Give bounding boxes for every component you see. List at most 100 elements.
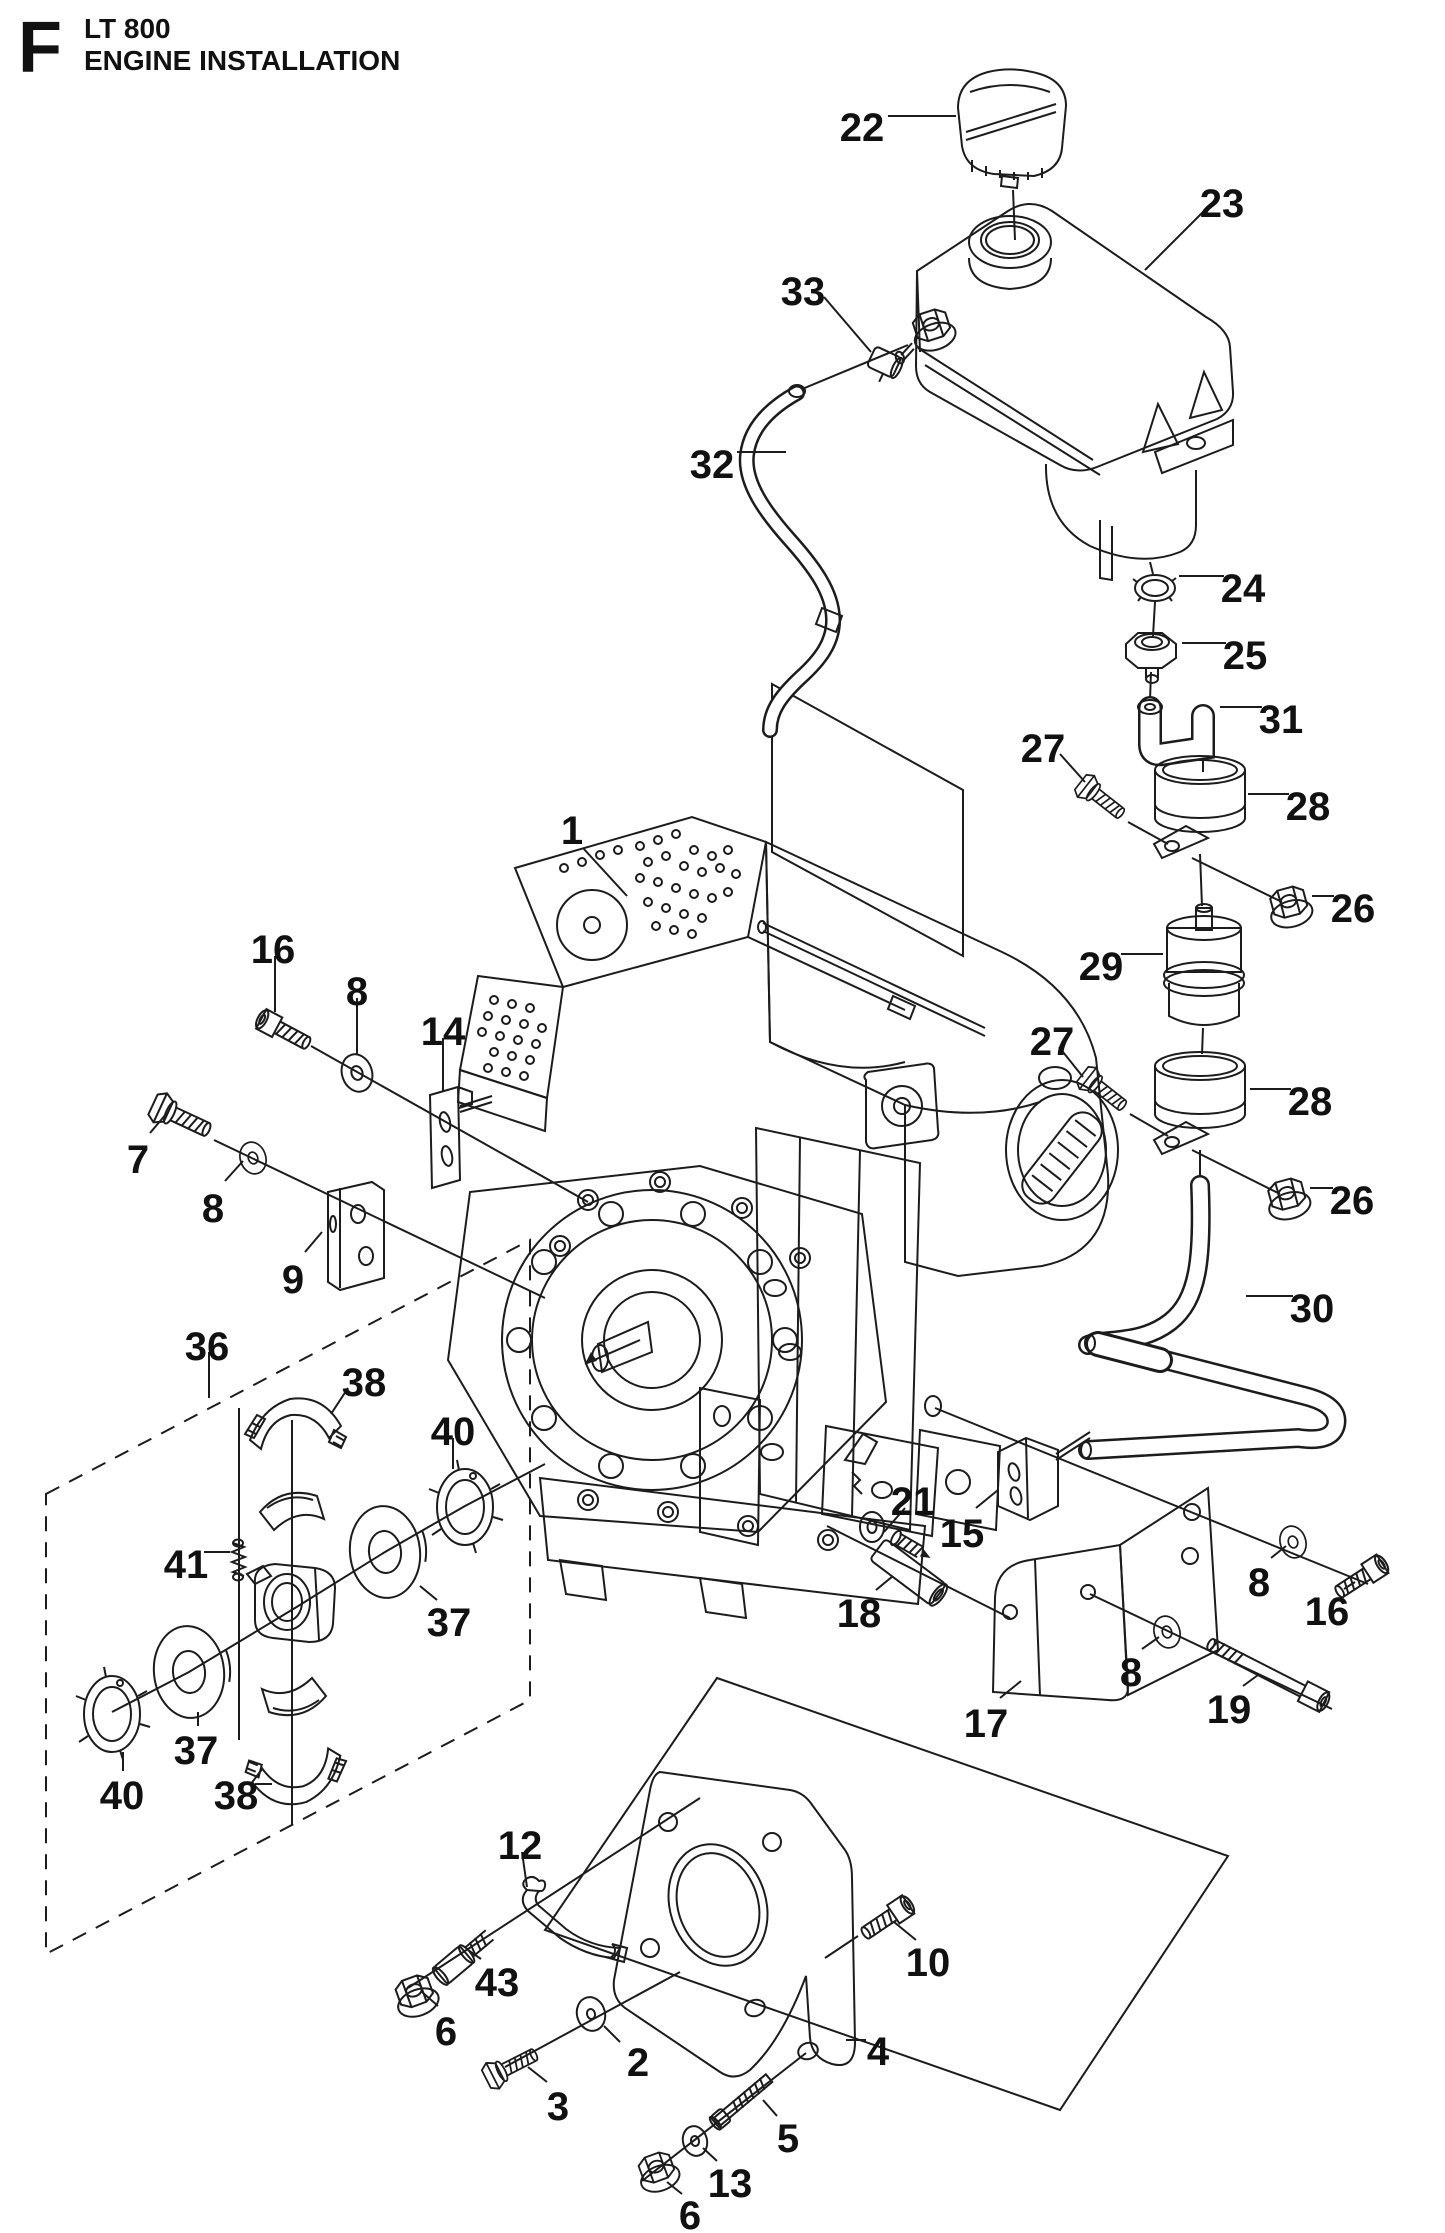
callout-leader-27 [1059,753,1086,783]
callout-leader-33 [823,296,872,353]
washer-13 [681,2125,709,2157]
callout-label-24: 24 [1221,567,1266,611]
spacer-tube-18 [870,1539,949,1607]
clamp-nut-26-lower [1261,1174,1315,1225]
callout-label-30: 30 [1290,1287,1335,1331]
callout-leader-43 [467,1949,482,1960]
washer-8-right-lower [1149,1611,1185,1653]
crankcase [446,1164,888,1534]
callout-label-23: 23 [1200,182,1245,226]
callout-leader-8 [1141,1636,1160,1650]
chain-axis-lines [1149,561,1204,1183]
callout-leader-9 [304,1231,323,1253]
callout-label-25: 25 [1223,634,1268,678]
lock-ring-40-left [75,1666,151,1761]
fuel-hose-30 [1078,1175,1347,1460]
callout-label-8: 8 [1248,1561,1270,1605]
callout-label-17: 17 [964,1702,1009,1746]
callout-leader-18 [875,1575,894,1591]
washer-screw-21 [859,1511,931,1559]
callout-label-13: 13 [708,2162,753,2206]
callout-label-27: 27 [1030,1020,1075,1064]
bolt-10 [856,1892,919,1945]
outlet-nut-25 [1125,632,1177,684]
callout-leader-5 [762,2099,778,2117]
clutch-hub [245,1562,337,1644]
fuel-tank [894,203,1235,582]
vent-hose [738,344,909,738]
callout-label-40: 40 [100,1774,145,1818]
callout-label-14: 14 [421,1010,466,1054]
callout-leader-7 [149,1112,168,1134]
clamp-nut-26-upper [1263,882,1317,933]
callout-label-28: 28 [1288,1080,1333,1124]
fuel-filter-chain [1071,561,1347,1460]
callout-leader-3 [527,2066,548,2083]
callout-label-7: 7 [127,1138,149,1182]
callout-label-28: 28 [1286,785,1331,829]
callout-leader-8 [1270,1545,1287,1559]
callout-label-2: 2 [627,2041,649,2085]
callout-label-9: 9 [282,1258,304,1302]
elbow-tube-31 [1137,696,1215,767]
callout-label-38: 38 [214,1774,259,1818]
clutch-washer-37-left [148,1620,236,1723]
clamp-bolt-27-lower [1073,1062,1134,1119]
engine-left-vent-panel [456,974,565,1133]
fuel-filter-29 [1163,903,1245,1026]
callout-leader-23 [1144,211,1204,271]
hose-clamp-33 [866,346,904,383]
mounting-plate-4 [612,1770,857,2078]
choke-lever-12 [521,1875,629,1964]
callout-leader-27 [1058,1046,1084,1078]
section-letter: F [18,8,62,88]
belt-guard-17 [991,1486,1220,1702]
callout-label-16: 16 [1305,1590,1350,1634]
clutch-shoe-38-upper [244,1397,347,1450]
callout-label-43: 43 [475,1961,520,2005]
callout-leader-21 [883,1507,906,1533]
bolt-7 [145,1088,217,1147]
callout-label-31: 31 [1259,698,1304,742]
filter-clamp-28-lower [1153,1051,1246,1155]
callout-leader-6 [666,2181,683,2195]
callout-label-18: 18 [837,1592,882,1636]
callout-label-4: 4 [867,2030,890,2074]
callout-leader-2 [603,2025,621,2043]
callout-leader-17 [999,1680,1022,1699]
page-title: ENGINE INSTALLATION [84,45,400,76]
fuel-cap [956,68,1068,190]
engine-mount-rail [538,1476,927,1620]
callout-label-6: 6 [679,2194,701,2233]
background-panels [543,682,1230,2112]
callout-label-29: 29 [1079,945,1124,989]
model-label: LT 800 [84,13,171,44]
callout-label-37: 37 [427,1601,472,1645]
callout-leader-15 [975,1489,999,1509]
washer-2 [575,1996,607,2032]
left-mount-hardware [145,1006,589,1299]
callout-label-40: 40 [431,1410,476,1454]
callout-leader-8 [224,1160,244,1182]
bolt-16-left [252,1006,316,1055]
callout-label-21: 21 [891,1480,936,1524]
cylinder-carburetor-block [699,1126,1002,1547]
callout-leader-37 [419,1585,438,1601]
callout-label-8: 8 [346,970,368,1014]
cap-to-neck-line [1012,189,1016,241]
callout-label-1: 1 [561,809,583,853]
engine-assembly [446,815,1119,1620]
clutch-assembly-dashed-box [45,1238,531,1956]
clutch-shoe-38-lower [243,1745,353,1812]
callout-label-26: 26 [1331,887,1376,931]
callout-leader-1 [582,847,628,897]
callout-leader-12 [521,1851,528,1888]
callout-label-12: 12 [498,1824,543,1868]
callout-label-33: 33 [781,270,826,314]
right-mount-hardware [826,1395,1393,1714]
starter-grip [1021,1111,1103,1205]
callout-label-36: 36 [185,1325,230,1369]
seal-ring-24 [1132,574,1177,602]
